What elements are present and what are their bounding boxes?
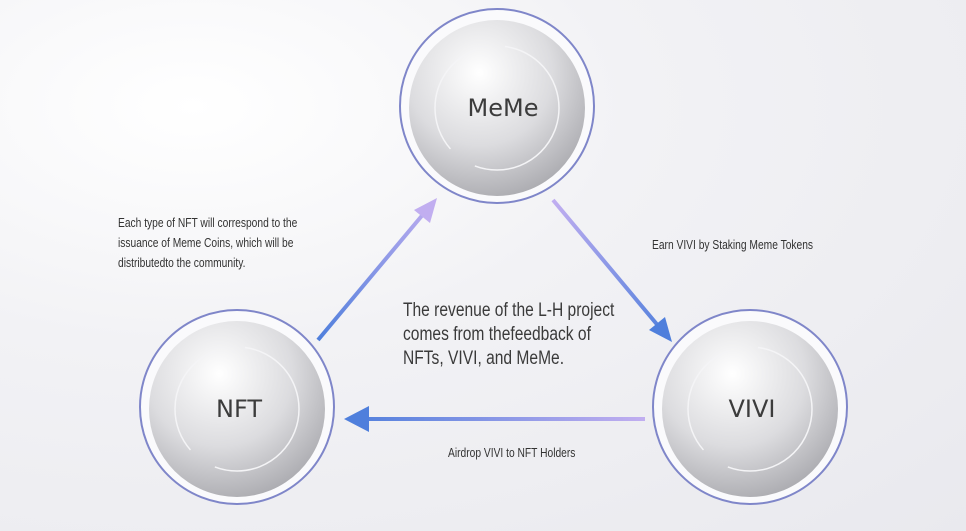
center-summary-text: The revenue of the L-H project comes fro… (403, 299, 614, 371)
summary-line: comes from thefeedback of (403, 324, 591, 345)
arrow-nft-to-meme (316, 198, 437, 342)
node-meme-label: MeMe (467, 94, 539, 122)
description-line: Each type of NFT will correspond to the (118, 216, 298, 230)
arrow-meme-to-vivi (551, 198, 672, 342)
node-nft-label: NFT (216, 395, 262, 423)
node-vivi-circle (652, 309, 848, 505)
arrow-vivi-to-nft (344, 406, 645, 432)
summary-line: NFTs, VIVI, and MeMe. (403, 348, 565, 369)
description-line: distributedto the community. (118, 256, 246, 270)
node-nft-circle (139, 309, 335, 505)
summary-line: The revenue of the L-H project (403, 300, 615, 321)
edge-vivi-nft-label: Airdrop VIVI to NFT Holders (448, 446, 576, 460)
description-line: issuance of Meme Coins, which will be (118, 236, 294, 250)
edge-nft-meme-description: Each type of NFT will correspond to the … (118, 213, 297, 273)
node-meme-circle (399, 8, 595, 204)
node-vivi-label: VIVI (728, 395, 776, 423)
edge-meme-vivi-label: Earn VIVI by Staking Meme Tokens (652, 238, 814, 252)
